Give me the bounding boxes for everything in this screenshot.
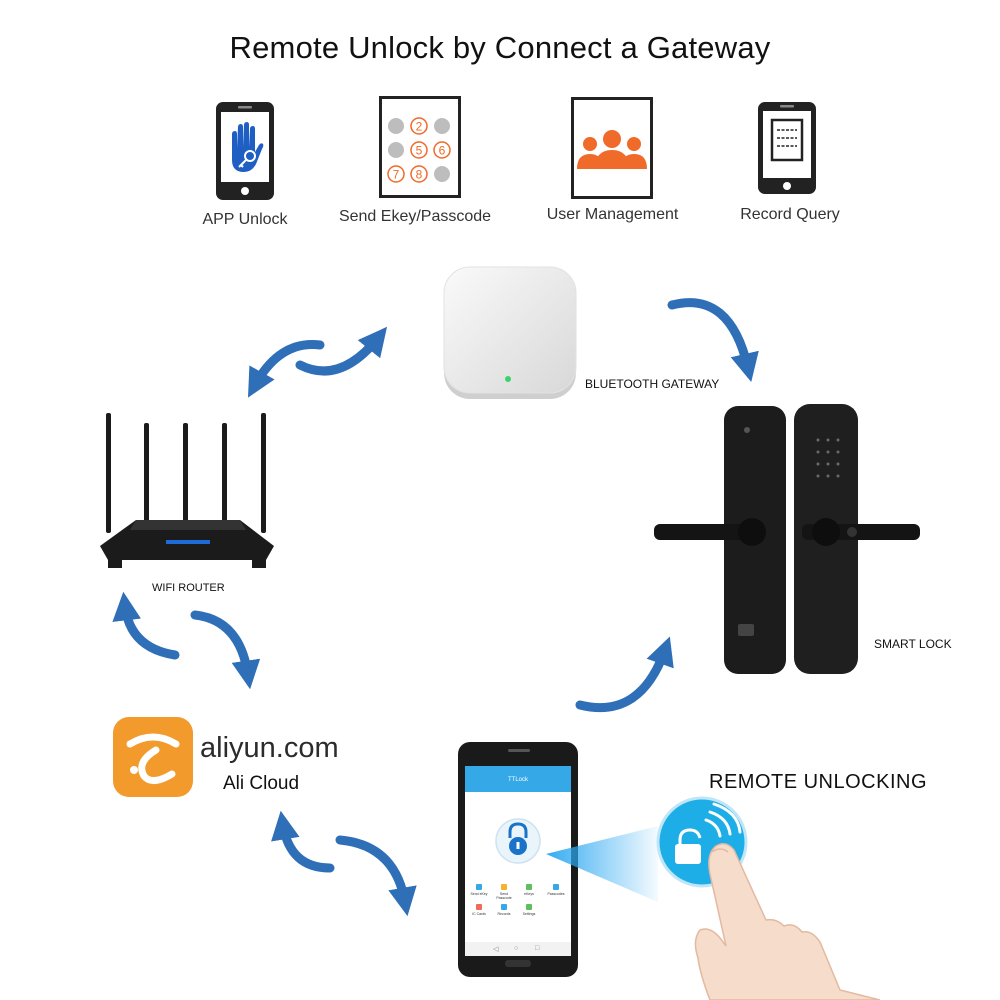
feature-label-user-management: User Management (546, 206, 679, 223)
menu-records[interactable]: Records (494, 904, 514, 916)
keypad-icon: 2 5 6 7 8 (379, 96, 461, 198)
pointing-hand-icon (694, 843, 880, 1000)
users-icon (571, 97, 653, 199)
nav-home-icon[interactable]: ○ (514, 945, 519, 952)
router-label: WIFI ROUTER (152, 582, 225, 591)
arrow-to-cloud-from-app (271, 810, 335, 873)
feature-label-send-ekey: Send Ekey/Passcode (338, 208, 492, 225)
gateway-device-icon (440, 265, 580, 405)
app-header-title: TTLock (507, 777, 528, 783)
app-screen: TTLock Send eKey Send Passcode eKeys (465, 766, 571, 956)
arrow-gateway-to-lock (667, 298, 759, 383)
key-8: 8 (416, 168, 423, 182)
arrow-to-gateway (295, 326, 388, 376)
smartphone: TTLock Send eKey Send Passcode eKeys (458, 742, 578, 977)
menu-passcodes[interactable]: Passcodes (545, 884, 567, 896)
key-5: 5 (416, 144, 423, 158)
arrow-to-router-from-cloud (112, 591, 180, 660)
nav-recent-icon[interactable]: □ (535, 945, 540, 952)
menu-ekeys[interactable]: eKeys (519, 884, 539, 896)
arrow-app-to-lock (575, 636, 674, 713)
arrow-to-app (335, 835, 417, 917)
aliyun-logo-icon (112, 716, 194, 798)
wifi-router-icon (96, 408, 280, 578)
menu-send-ekey[interactable]: Send eKey (469, 884, 489, 896)
remote-unlocking-label: REMOTE UNLOCKING (709, 771, 928, 793)
app-header: TTLock (465, 766, 571, 792)
key-6: 6 (439, 144, 446, 158)
nav-back-icon[interactable]: ◁ (493, 946, 499, 953)
phone-speaker (508, 749, 530, 752)
aliyun-brand-text: aliyun.com (200, 732, 339, 764)
ali-cloud-label: Ali Cloud (223, 773, 300, 794)
key-7: 7 (393, 168, 400, 182)
remote-unlock-illustration (546, 796, 880, 1000)
phone-home-button (505, 960, 531, 967)
gateway-label: BLUETOOTH GATEWAY (585, 377, 720, 391)
app-lock-button[interactable] (493, 816, 543, 866)
arrow-to-router (248, 340, 325, 398)
feature-label-record-query: Record Query (740, 206, 840, 223)
menu-ic-cards[interactable]: IC Cards (469, 904, 489, 916)
smart-lock-icon (652, 402, 922, 678)
android-nav-bar: ◁ ○ □ (465, 942, 571, 956)
smart-lock-label: SMART LOCK (874, 637, 952, 651)
menu-send-passcode[interactable]: Send Passcode (494, 884, 514, 900)
page-title: Remote Unlock by Connect a Gateway (229, 30, 771, 65)
menu-settings[interactable]: Settings (519, 904, 539, 916)
phone-document-icon (756, 100, 818, 196)
key-2: 2 (416, 120, 423, 134)
phone-hand-key-icon (214, 100, 276, 202)
feature-label-app-unlock: APP Unlock (202, 211, 288, 228)
arrow-to-cloud (190, 610, 261, 690)
